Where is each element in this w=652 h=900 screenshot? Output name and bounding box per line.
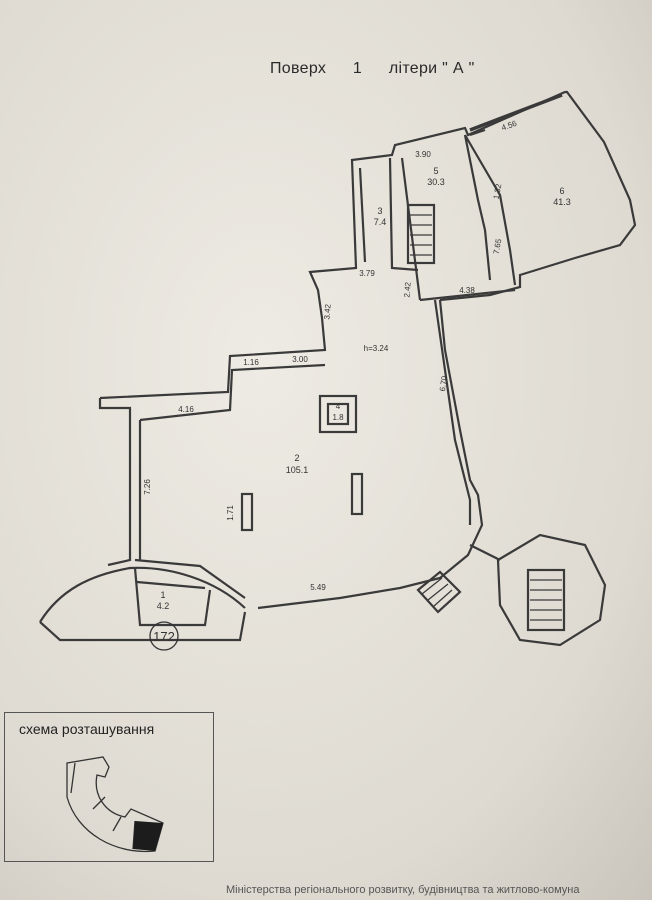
dim-label: 3.79 xyxy=(359,269,375,278)
room-2-area: 105.1 xyxy=(286,465,309,475)
dim-label: 7.65 xyxy=(492,238,504,255)
room-4-area: 1.8 xyxy=(332,413,344,422)
dim-label: 1.16 xyxy=(243,358,259,367)
dim-label: 3.00 xyxy=(292,355,308,364)
dim-label: 3.90 xyxy=(415,150,431,159)
dim-label: 7.26 xyxy=(143,479,152,495)
building-number-circle xyxy=(149,621,179,651)
room-5-number: 5 xyxy=(433,166,438,176)
title-letter: літери " А " xyxy=(388,60,475,77)
room-2-number: 2 xyxy=(294,453,299,463)
room-5-area: 30.3 xyxy=(427,177,445,187)
highlighted-section xyxy=(133,821,163,851)
room-1-area: 4.2 xyxy=(157,601,170,611)
title-floor-number: 1 xyxy=(352,60,363,77)
location-scheme-box: схема розташування xyxy=(4,712,214,862)
room-1-number: 1 xyxy=(160,590,165,600)
room-4-number: 4 xyxy=(336,402,341,411)
dim-label: 1.32 xyxy=(492,183,504,200)
room-6-number: 6 xyxy=(559,186,564,196)
dim-label: 4.38 xyxy=(459,286,475,295)
location-scheme-title: схема розташування xyxy=(19,721,155,737)
dim-label: 4.16 xyxy=(178,405,194,414)
dim-label: 2.42 xyxy=(402,281,412,298)
room-6-area: 41.3 xyxy=(553,197,571,207)
room-3-number: 3 xyxy=(377,206,382,216)
dim-label: 1.71 xyxy=(226,505,235,521)
location-scheme-diagram xyxy=(66,756,164,853)
dim-label: 5.49 xyxy=(310,583,326,592)
page-title: Поверх 1 літери " А " xyxy=(270,60,475,78)
plan-walls xyxy=(39,90,637,647)
footer-text: Міністерства регіонального розвитку, буд… xyxy=(226,884,580,896)
dim-label: 3.42 xyxy=(322,303,332,320)
title-floor-word: Поверх xyxy=(270,60,327,77)
dim-label: 6.70 xyxy=(438,375,449,392)
room-3-area: 7.4 xyxy=(374,217,387,227)
dim-label: h=3.24 xyxy=(364,344,389,353)
building-number: 172 xyxy=(153,629,175,644)
